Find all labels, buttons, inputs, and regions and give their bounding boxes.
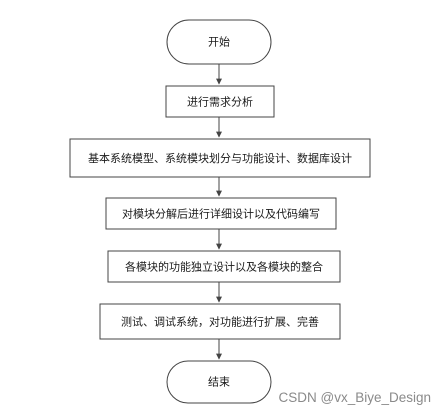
watermark: CSDN @vx_Biye_Design — [278, 390, 431, 405]
process-step-label: 进行需求分析 — [187, 95, 253, 109]
end-label: 结束 — [208, 376, 230, 389]
end-terminal — [166, 360, 272, 404]
process-step-detailed-design — [105, 197, 337, 230]
process-step-label: 基本系统模型、系统模块划分与功能设计、数据库设计 — [88, 151, 352, 165]
process-step-testing — [99, 303, 341, 340]
process-step-label: 测试、调试系统，对功能进行扩展、完善 — [121, 315, 319, 329]
process-step-label: 对模块分解后进行详细设计以及代码编写 — [122, 207, 320, 221]
process-step-integration — [107, 250, 341, 283]
process-step-system-design — [69, 138, 371, 178]
process-step-requirements — [165, 85, 275, 118]
process-step-label: 各模块的功能独立设计以及各模块的整合 — [125, 260, 323, 274]
start-label: 开始 — [208, 35, 230, 49]
